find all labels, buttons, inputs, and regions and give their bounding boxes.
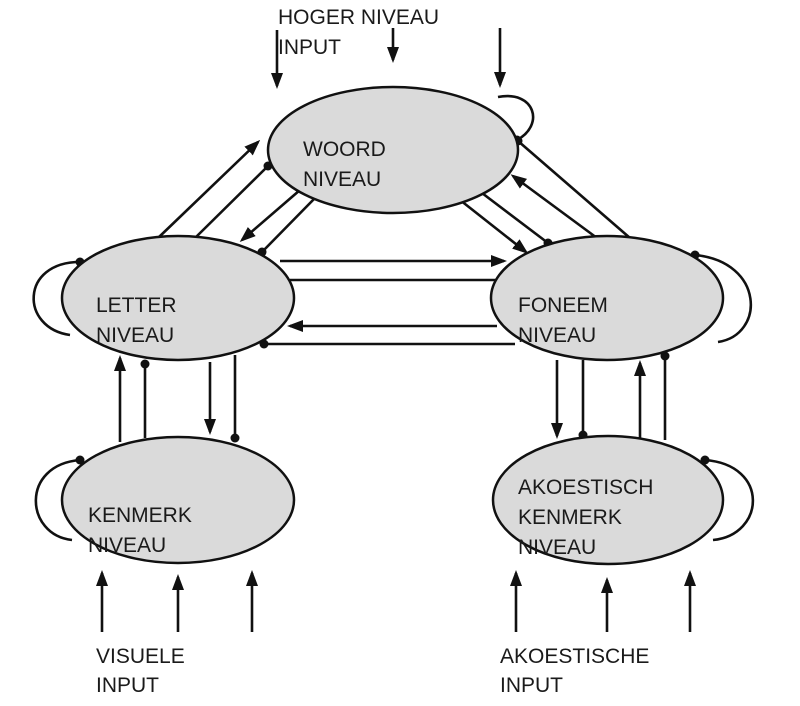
woord-to-letter-arrow	[239, 189, 301, 242]
letter-to-woord-arrow	[157, 139, 261, 239]
woord-label-2: NIVEAU	[303, 168, 381, 191]
acoustic-input-line-1: AKOESTISCHE	[500, 645, 649, 668]
top-input-line-2: INPUT	[278, 36, 341, 59]
woord-label-1: WOORD	[303, 138, 386, 161]
visual-input-line-1: VISUELE	[96, 645, 185, 668]
foneem-label-1: FONEEM	[518, 294, 608, 317]
kenmerk-niveau-node: KENMERK NIVEAU	[60, 435, 296, 565]
letter-self-loop	[32, 257, 85, 337]
visual-input-label: VISUELE INPUT	[96, 645, 185, 697]
kenmerk-label-1: KENMERK	[88, 504, 192, 527]
foneem-niveau-node: FONEEM NIVEAU	[489, 234, 725, 362]
akoestisch-label-3: NIVEAU	[518, 536, 596, 559]
woord-self-loop	[497, 94, 535, 145]
letter-label-1: LETTER	[96, 294, 177, 317]
foneem-to-woord-dot	[513, 136, 631, 239]
top-input-label: HOGER NIVEAU INPUT	[278, 6, 439, 59]
kenmerk-label-2: NIVEAU	[88, 534, 166, 557]
foneem-label-2: NIVEAU	[518, 324, 596, 347]
visual-input-line-2: INPUT	[96, 674, 159, 697]
woord-niveau-node: WOORD NIVEAU	[266, 85, 520, 215]
acoustic-input-line-2: INPUT	[500, 674, 563, 697]
akoestisch-self-loop	[700, 455, 755, 542]
kenmerk-self-loop	[34, 455, 85, 542]
letter-niveau-node: LETTER NIVEAU	[60, 234, 296, 362]
top-input-line-1: HOGER NIVEAU	[278, 6, 439, 29]
akoestisch-kenmerk-niveau-node: AKOESTISCH KENMERK NIVEAU	[491, 434, 725, 566]
acoustic-input-label: AKOESTISCHE INPUT	[500, 645, 649, 697]
woord-to-letter-dot	[257, 197, 316, 257]
woord-to-foneem-arrow	[459, 198, 529, 254]
akoestisch-label-2: KENMERK	[518, 506, 622, 529]
letter-label-2: NIVEAU	[96, 324, 174, 347]
akoestisch-label-1: AKOESTISCH	[518, 476, 653, 499]
foneem-to-woord-arrow	[510, 174, 598, 240]
woord-to-foneem-dot	[477, 188, 553, 248]
foneem-self-loop	[690, 250, 753, 344]
letter-to-woord-dot	[194, 161, 273, 239]
